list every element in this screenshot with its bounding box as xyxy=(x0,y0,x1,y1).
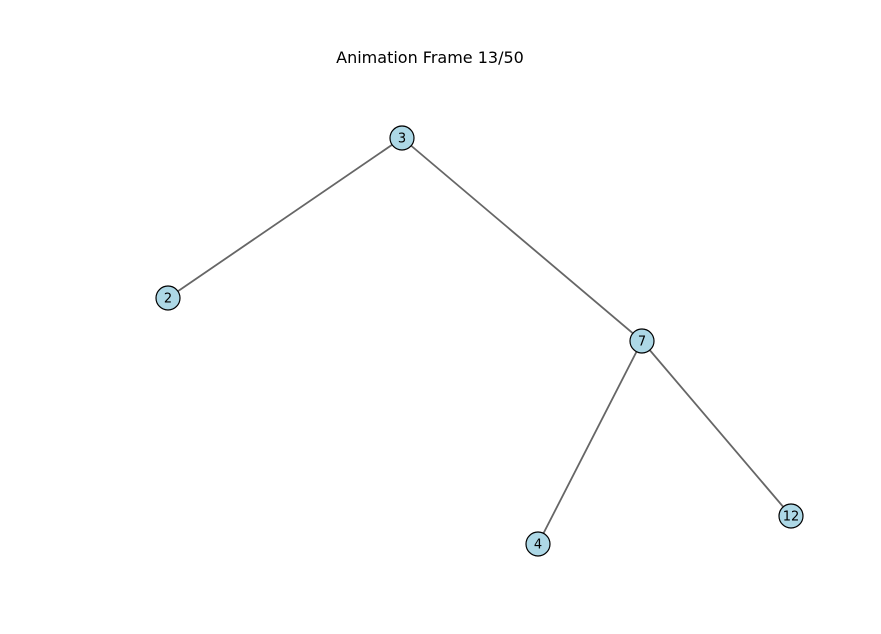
node-label-12: 12 xyxy=(783,510,800,525)
node-label-4: 4 xyxy=(534,538,542,553)
nodes-layer: 3 2 7 4 12 xyxy=(155,125,804,557)
node-7: 7 xyxy=(629,328,655,354)
edge-7-12 xyxy=(641,340,792,517)
node-circle-12 xyxy=(778,503,804,529)
edges-layer xyxy=(167,137,792,545)
figure-title: Animation Frame 13/50 xyxy=(336,48,524,67)
edge-3-7 xyxy=(401,137,643,342)
edge-3-2 xyxy=(167,137,403,299)
node-circle-4 xyxy=(525,531,551,557)
node-circle-7 xyxy=(629,328,655,354)
node-label-7: 7 xyxy=(638,335,646,350)
node-2: 2 xyxy=(155,285,181,311)
node-label-2: 2 xyxy=(164,292,172,307)
node-4: 4 xyxy=(525,531,551,557)
node-circle-3 xyxy=(389,125,415,151)
node-12: 12 xyxy=(778,503,804,529)
edge-7-4 xyxy=(537,340,643,545)
node-circle-2 xyxy=(155,285,181,311)
node-label-3: 3 xyxy=(398,132,406,147)
node-3: 3 xyxy=(389,125,415,151)
